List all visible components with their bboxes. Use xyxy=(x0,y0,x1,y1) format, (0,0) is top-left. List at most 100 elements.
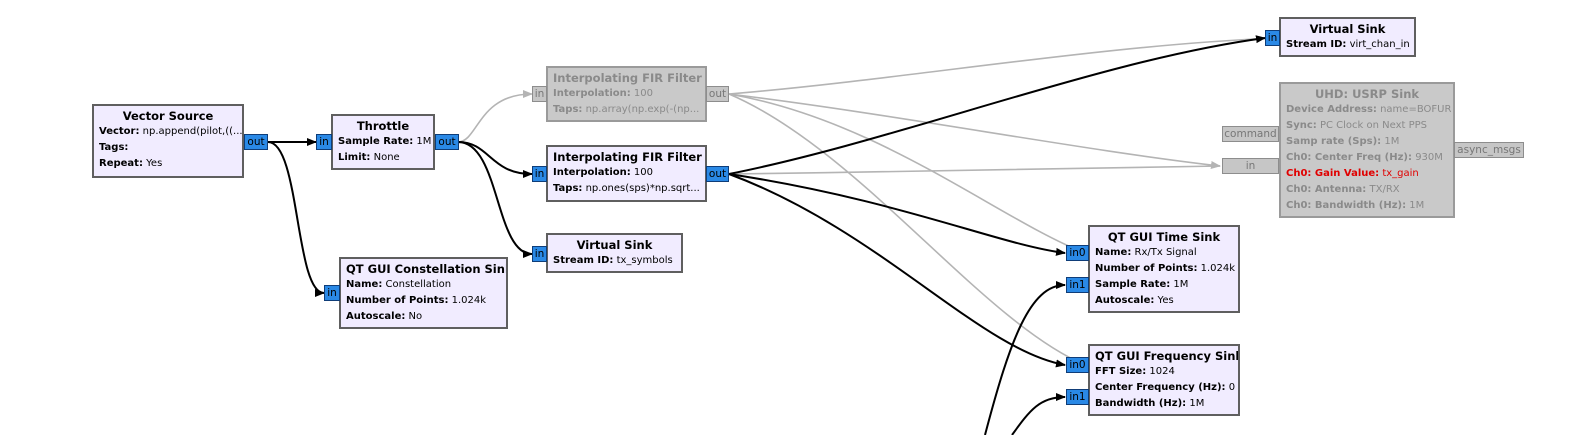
block-title: Virtual Sink xyxy=(576,238,653,252)
param-value: TX/RX xyxy=(1369,184,1400,195)
param-value: np.array(np.exp(-(np... xyxy=(585,104,700,115)
param-row: Autoscale: Yes xyxy=(1095,293,1233,309)
param-key: Stream ID: xyxy=(1286,39,1347,50)
port-virtual-sink-tx-in[interactable]: in xyxy=(532,246,547,262)
param-row: Interpolation: 100 xyxy=(553,165,700,181)
wire-offscreen-to-freq-sink-in1[interactable] xyxy=(1011,393,1066,435)
block-title: Interpolating FIR Filter xyxy=(553,150,702,164)
block-throttle[interactable]: Throttle Sample Rate: 1M Limit: None xyxy=(331,114,435,170)
param-key: Tags: xyxy=(99,142,129,153)
param-row-error: Ch0: Gain Value: tx_gain xyxy=(1286,166,1448,182)
param-value: Rx/Tx Signal xyxy=(1134,247,1197,258)
param-value: name=BOFUR xyxy=(1380,104,1452,115)
wire-fir1-to-usrp[interactable] xyxy=(728,93,1221,169)
param-row: Name: Rx/Tx Signal xyxy=(1095,245,1233,261)
block-title: UHD: USRP Sink xyxy=(1314,87,1420,101)
port-vector-source-out[interactable]: out xyxy=(244,134,268,150)
block-title: QT GUI Frequency Sink xyxy=(1095,349,1240,363)
param-row: Sample Rate: 1M xyxy=(338,134,431,150)
wire-offscreen-to-time-sink-in1[interactable] xyxy=(984,281,1066,435)
param-row: Center Frequency (Hz): 0 xyxy=(1095,380,1236,396)
param-value: Yes xyxy=(1157,295,1174,306)
wire-fir1-to-virtual-sink-chan[interactable] xyxy=(728,34,1278,95)
param-key: Sync: xyxy=(1286,120,1317,131)
param-key: Autoscale: xyxy=(1095,295,1155,306)
param-value: virt_chan_in xyxy=(1349,39,1410,50)
wire-throttle-to-fir1[interactable] xyxy=(457,90,533,143)
param-value: 100 xyxy=(633,88,654,99)
port-time-sink-in0[interactable]: in0 xyxy=(1066,245,1089,261)
param-row: Repeat: Yes xyxy=(99,156,237,172)
port-throttle-in[interactable]: in xyxy=(316,134,332,150)
param-value: np.ones(sps)*np.sqrt... xyxy=(585,183,700,194)
block-virtual-sink-virt-chan-in[interactable]: Virtual Sink Stream ID: virt_chan_in xyxy=(1279,17,1416,57)
wire-throttle-to-virtual-sink-tx[interactable] xyxy=(457,141,533,258)
port-freq-sink-in1[interactable]: in1 xyxy=(1066,389,1089,405)
param-key: Name: xyxy=(346,279,383,290)
param-row: Bandwidth (Hz): 1M xyxy=(1095,396,1233,412)
param-value: 930M xyxy=(1415,152,1443,163)
param-key: Interpolation: xyxy=(553,88,631,99)
port-freq-sink-in0[interactable]: in0 xyxy=(1066,357,1089,373)
port-usrp-in[interactable]: in xyxy=(1222,158,1279,174)
port-time-sink-in1[interactable]: in1 xyxy=(1066,277,1089,293)
param-key: Bandwidth (Hz): xyxy=(1095,398,1187,409)
port-fir1-in[interactable]: in xyxy=(532,86,547,102)
block-qt-gui-frequency-sink[interactable]: QT GUI Frequency Sink FFT Size: 1024 Cen… xyxy=(1088,344,1240,416)
block-uhd-usrp-sink-disabled[interactable]: UHD: USRP Sink Device Address: name=BOFU… xyxy=(1279,82,1455,218)
param-row: Ch0: Center Freq (Hz): 930M xyxy=(1286,150,1448,166)
wire-fir2-to-time-sink[interactable] xyxy=(728,173,1066,256)
block-interpolating-fir-filter-disabled[interactable]: Interpolating FIR Filter Interpolation: … xyxy=(546,66,707,122)
param-row: Ch0: Bandwidth (Hz): 1M xyxy=(1286,198,1448,214)
param-row: Sync: PC Clock on Next PPS xyxy=(1286,118,1448,134)
wire-fir2-to-usrp[interactable] xyxy=(728,165,1221,175)
port-constellation-sink-in[interactable]: in xyxy=(324,285,340,301)
param-value: 0 xyxy=(1228,382,1236,393)
wire-fir2-to-virtual-sink-chan[interactable] xyxy=(728,35,1266,175)
param-value: np.append(pilot,((... xyxy=(142,126,243,137)
param-row: FFT Size: 1024 xyxy=(1095,364,1233,380)
port-usrp-command[interactable]: command xyxy=(1222,126,1279,142)
param-key: Ch0: Gain Value: xyxy=(1286,168,1380,179)
block-title: QT GUI Time Sink xyxy=(1107,230,1221,244)
param-value: No xyxy=(408,311,423,322)
port-usrp-async-msgs[interactable]: async_msgs xyxy=(1454,142,1524,158)
param-key: Limit: xyxy=(338,152,371,163)
block-title: Throttle xyxy=(356,119,410,133)
block-qt-gui-time-sink[interactable]: QT GUI Time Sink Name: Rx/Tx Signal Numb… xyxy=(1088,225,1240,313)
block-title: Vector Source xyxy=(122,109,214,123)
param-key: Device Address: xyxy=(1286,104,1377,115)
param-key: Ch0: Center Freq (Hz): xyxy=(1286,152,1412,163)
param-row: Samp rate (Sps): 1M xyxy=(1286,134,1448,150)
param-key: Stream ID: xyxy=(553,255,614,266)
param-value: 100 xyxy=(633,167,654,178)
port-fir2-out[interactable]: out xyxy=(706,166,729,182)
param-value: None xyxy=(373,152,400,163)
port-fir2-in[interactable]: in xyxy=(532,166,547,182)
block-title: QT GUI Constellation Sink xyxy=(346,262,508,276)
block-interpolating-fir-filter[interactable]: Interpolating FIR Filter Interpolation: … xyxy=(546,145,707,202)
param-key: Vector: xyxy=(99,126,140,137)
param-key: Ch0: Bandwidth (Hz): xyxy=(1286,200,1407,211)
wire-fir2-to-freq-sink[interactable] xyxy=(728,173,1066,368)
block-qt-gui-constellation-sink[interactable]: QT GUI Constellation Sink Name: Constell… xyxy=(339,257,508,329)
param-row: Tags: xyxy=(99,140,237,156)
param-value: Constellation xyxy=(385,279,452,290)
param-value: 1024 xyxy=(1149,366,1175,377)
wire-fir1-to-freq-sink[interactable] xyxy=(728,93,1086,366)
port-virtual-sink-chan-in[interactable]: in xyxy=(1265,30,1280,46)
block-vector-source[interactable]: Vector Source Vector: np.append(pilot,((… xyxy=(92,104,244,178)
port-fir1-out[interactable]: out xyxy=(706,86,729,102)
wire-throttle-to-fir2[interactable] xyxy=(457,141,533,178)
param-key: Sample Rate: xyxy=(1095,279,1171,290)
wire-fir1-to-time-sink[interactable] xyxy=(728,93,1086,254)
param-row: Name: Constellation xyxy=(346,277,501,293)
param-row: Autoscale: No xyxy=(346,309,501,325)
param-value: 1M xyxy=(1189,398,1205,409)
block-virtual-sink-tx-symbols[interactable]: Virtual Sink Stream ID: tx_symbols xyxy=(546,233,683,273)
param-key: Sample Rate: xyxy=(338,136,414,147)
wire-source-to-constellation[interactable] xyxy=(267,141,325,297)
param-row: Taps: np.array(np.exp(-(np... xyxy=(553,102,700,118)
port-throttle-out[interactable]: out xyxy=(435,134,459,150)
param-value: tx_gain xyxy=(1382,168,1419,179)
